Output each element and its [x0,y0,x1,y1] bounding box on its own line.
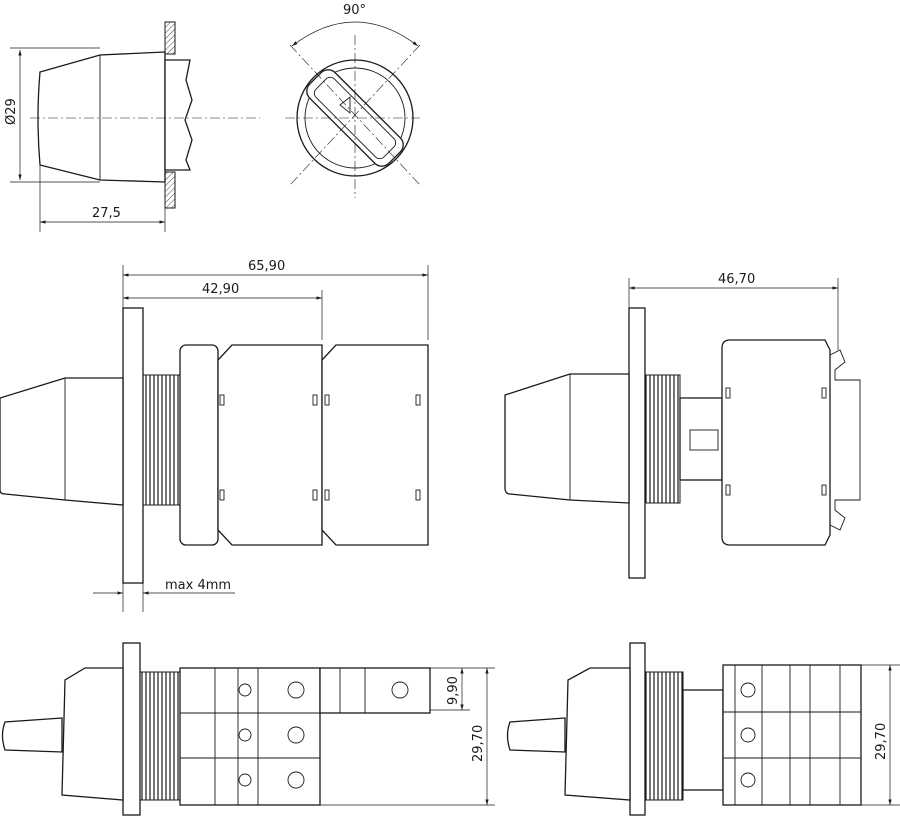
terminal-pitch-label: 9,90 [446,676,461,705]
angle-label: 90° [343,3,366,18]
total-length-label: 65,90 [248,259,285,274]
module-length-label: 42,90 [202,282,239,297]
side-view-two-modules: 65,90 42,90 max 4mm [0,259,429,612]
din-length-label: 46,70 [718,272,755,287]
module-height-right-label: 29,70 [874,723,889,760]
side-view-din-rail: 46,70 [504,272,861,579]
module-height-left-label: 29,70 [471,725,486,762]
top-view-din-rail: 29,70 [506,642,900,816]
side-view-knob: Ø29 27,5 [4,21,260,232]
top-view-two-modules: 9,90 29,70 [1,642,495,816]
diameter-label: Ø29 [4,98,19,125]
knob-depth-label: 27,5 [92,206,121,221]
front-view-knob: 90° [285,3,421,198]
panel-thickness-label: max 4mm [165,578,231,593]
